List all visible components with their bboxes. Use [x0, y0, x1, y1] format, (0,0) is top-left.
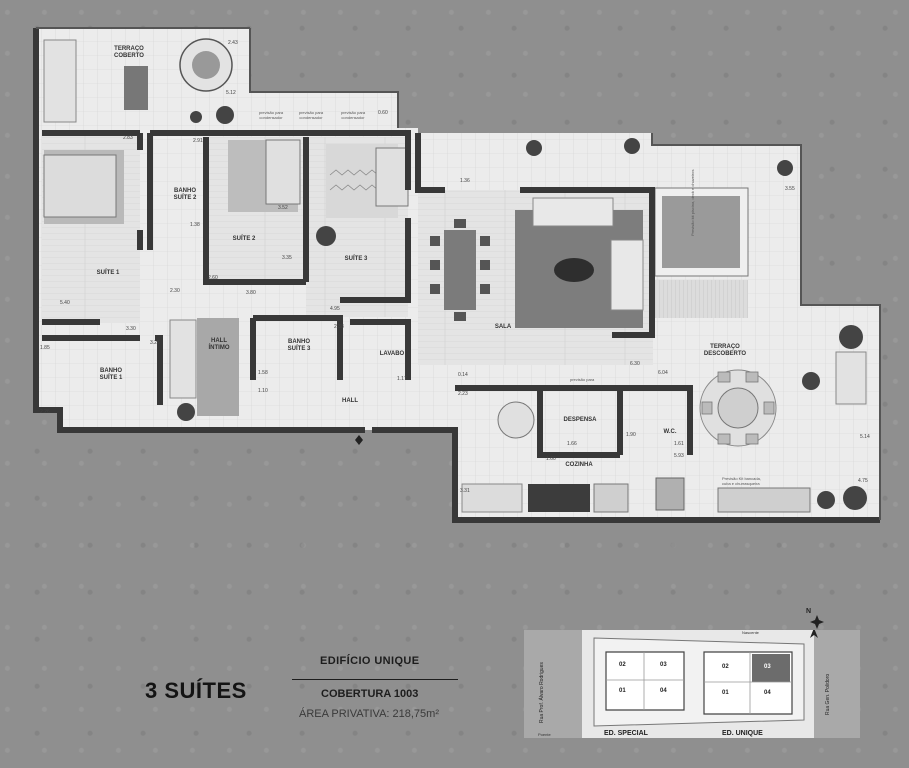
dimension-label: 1.60 [546, 456, 556, 462]
compass-icon [810, 615, 824, 629]
ed-unique-label: ED. UNIQUE [722, 730, 763, 737]
building-name: EDIFÍCIO UNIQUE [320, 655, 420, 667]
north-label: N [806, 608, 812, 615]
unit-label: 01 [722, 690, 729, 696]
unit-label: 02 [722, 664, 729, 670]
room-wc: W.C. [663, 429, 677, 435]
room-hall: HALL [342, 398, 358, 404]
note-kit-bancada: Previsão Kit bancada, cuba e churrasquei… [722, 476, 761, 486]
room-banho-suite1: BANHO SUÍTE 1 [99, 368, 123, 381]
dimension-label: 3.30 [126, 326, 136, 332]
room-terraco-coberto: TERRAÇO COBERTO [114, 46, 144, 59]
street-right-label: Rua Gen. Polidoro [825, 673, 831, 715]
dimension-label: 2.60 [208, 275, 218, 281]
dimension-label: 3.55 [785, 186, 795, 192]
private-area: ÁREA PRIVATIVA: 218,75m² [299, 708, 439, 720]
unit-label: 04 [764, 690, 771, 696]
ed-special-label: ED. SPECIAL [604, 730, 648, 737]
room-terraco-descoberto: TERRAÇO DESCOBERTO [703, 344, 747, 357]
dimension-label: 4.95 [330, 306, 340, 312]
unit-label: 01 [619, 688, 626, 694]
dimension-label: 1.61 [674, 441, 684, 447]
room-suite1: SUÍTE 1 [96, 270, 120, 276]
dimension-label: 1.10 [258, 388, 268, 394]
dimension-label: 5.40 [60, 300, 70, 306]
dimension-label: 1.58 [258, 370, 268, 376]
room-despensa: DESPENSA [563, 417, 597, 423]
dimension-label: 2.91 [193, 138, 203, 144]
unit-label: 02 [619, 662, 626, 668]
unit-name: COBERTURA 1003 [321, 688, 419, 700]
key-plan: N Nascente Poente Rua Prof. Álvaro Rodri… [524, 608, 860, 738]
unit-label-highlighted: 03 [764, 664, 771, 670]
note-previsao: previsão para [570, 377, 595, 382]
dimension-label: 0.60 [378, 110, 388, 116]
dimension-label: 3.52 [278, 205, 288, 211]
suites-title: 3 SUÍTES [145, 678, 247, 703]
room-suite2: SUÍTE 2 [232, 236, 256, 242]
room-suite3: SUÍTE 3 [344, 256, 368, 262]
dimension-label: 5.12 [226, 90, 236, 96]
dimension-label: 2.43 [228, 40, 238, 46]
street-left-label: Rua Prof. Álvaro Rodrigues [539, 662, 545, 723]
dimension-label: 0.14 [458, 372, 468, 378]
note-condensador: previsão para condensador [258, 110, 284, 120]
dimension-label: 3.26 [150, 340, 160, 346]
dimension-label: 2.38 [334, 324, 344, 330]
dimension-label: 1.85 [40, 345, 50, 351]
note-piscina: Previsão kit piscina, deck e chuveiros [690, 169, 695, 236]
room-sala: SALA [494, 324, 512, 330]
dimension-label: 4.75 [858, 478, 868, 484]
dimension-label: 3.35 [282, 255, 292, 261]
dimension-label: 5.14 [860, 434, 870, 440]
key-plan-drawing [524, 630, 860, 738]
room-cozinha: COZINHA [565, 462, 593, 468]
sun-set-label: Poente [538, 732, 551, 737]
dimension-label: 1.66 [567, 441, 577, 447]
dimension-label: 6.30 [630, 361, 640, 367]
sun-rise-label: Nascente [742, 630, 759, 635]
dimension-label: 2.83 [123, 135, 133, 141]
divider [292, 679, 458, 680]
dimension-label: 1.90 [626, 432, 636, 438]
unit-label: 03 [660, 662, 667, 668]
dimension-label: 1.17 [397, 376, 407, 382]
room-hall-intimo: HALL ÍNTIMO [208, 338, 230, 351]
room-lavabo: LAVABO [379, 351, 405, 357]
room-banho-suite3: BANHO SUÍTE 3 [287, 339, 311, 352]
dimension-label: 1.36 [460, 178, 470, 184]
note-condensador: previsão para condensador [298, 110, 324, 120]
dimension-label: 3.31 [460, 488, 470, 494]
dimension-label: 1.38 [190, 222, 200, 228]
dimension-label: 2.30 [170, 288, 180, 294]
dimension-label: 5.93 [674, 453, 684, 459]
dimension-label: 2.26 [40, 409, 50, 415]
note-condensador: previsão para condensador [340, 110, 366, 120]
room-banho-suite2: BANHO SUÍTE 2 [173, 188, 197, 201]
dimension-label: 2.23 [458, 391, 468, 397]
unit-label: 04 [660, 688, 667, 694]
dimension-label: 6.04 [658, 370, 668, 376]
dimension-label: 3.80 [246, 290, 256, 296]
